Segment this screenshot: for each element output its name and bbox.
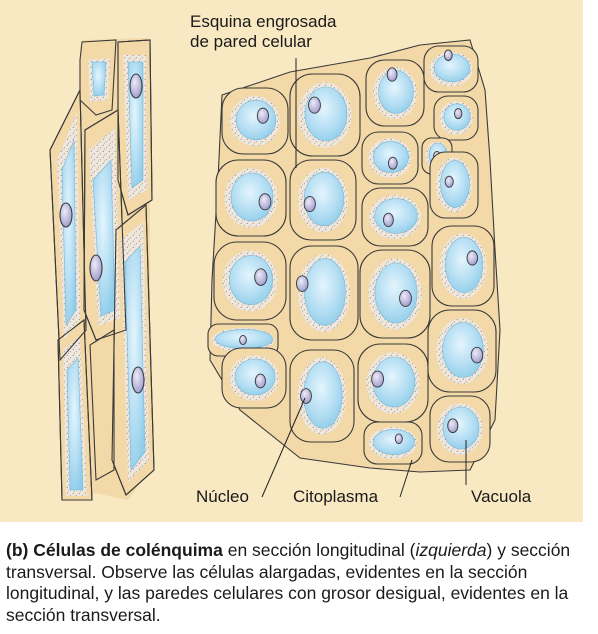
vacuole <box>234 358 276 396</box>
vacuole <box>374 262 418 324</box>
nucleus-label: Núcleo <box>196 487 249 506</box>
vacuole <box>440 160 470 208</box>
cell-14 <box>359 249 431 339</box>
cell-8 <box>215 159 287 237</box>
nucleus <box>447 418 459 434</box>
transverse-cells <box>207 45 497 465</box>
nucleus <box>444 175 454 188</box>
caption-italic: izquierda <box>415 540 487 560</box>
leader-lines <box>261 58 467 498</box>
cell-21 <box>363 421 423 465</box>
cell-10 <box>361 187 429 247</box>
vacuole <box>442 322 484 378</box>
longitudinal-section <box>49 38 155 501</box>
nucleus <box>308 96 321 114</box>
nucleus <box>258 193 272 211</box>
cell-22 <box>429 395 491 463</box>
vacuole <box>433 53 471 83</box>
figure-caption: (b) Células de colénquima en sección lon… <box>6 540 596 626</box>
nucleus <box>399 289 412 307</box>
nucleus <box>296 275 309 292</box>
vacuole <box>374 198 418 234</box>
cell-9 <box>289 159 357 241</box>
cell-12 <box>213 241 287 321</box>
vacuole <box>445 237 483 293</box>
vacuole <box>304 258 346 326</box>
cell-3 <box>365 59 425 127</box>
thickened-corner-label: Esquina engrosada de pared celular <box>190 12 337 51</box>
nucleus <box>254 373 266 389</box>
caption-title: (b) Células de colénquima <box>6 540 223 560</box>
nucleus <box>239 334 247 346</box>
cell-20 <box>427 309 497 393</box>
collenchyma-figure: Esquina engrosada de pared celular Núcle… <box>0 0 583 522</box>
nucleus <box>443 49 453 61</box>
nucleus <box>454 108 463 120</box>
cell-4 <box>423 45 479 93</box>
nucleus <box>303 195 316 213</box>
vacuole <box>303 171 345 227</box>
cell-6 <box>361 131 419 185</box>
cell-1 <box>221 87 289 155</box>
caption-text-1: en sección longitudinal ( <box>222 540 416 560</box>
collenchyma-illustration <box>49 38 501 501</box>
vacuole <box>442 406 480 450</box>
vacuole <box>373 141 409 173</box>
cell-5 <box>433 95 479 141</box>
nucleus <box>466 250 479 266</box>
cell-15 <box>431 225 495 307</box>
vacuole <box>304 86 348 142</box>
vacuole-label: Vacuola <box>471 487 532 506</box>
vacuole <box>229 255 273 305</box>
nucleus <box>394 433 403 445</box>
nucleus <box>470 346 484 364</box>
vacuole <box>373 429 415 455</box>
cytoplasm-label: Citoplasma <box>293 487 379 506</box>
nucleus <box>254 268 268 286</box>
caption-text-2: ) y sección transversal. Observe las cél… <box>6 540 571 625</box>
nucleus <box>300 388 312 404</box>
nucleus <box>383 212 394 228</box>
cell-13 <box>289 245 359 341</box>
vacuole <box>235 99 277 141</box>
nucleus <box>371 370 384 388</box>
cell-2 <box>289 73 361 157</box>
nucleus <box>387 156 398 170</box>
cell-19 <box>357 343 429 423</box>
nucleus <box>256 107 269 124</box>
cell-17 <box>221 347 287 409</box>
nucleus <box>386 67 398 82</box>
cell-18 <box>289 349 355 443</box>
cell-11 <box>429 151 479 219</box>
